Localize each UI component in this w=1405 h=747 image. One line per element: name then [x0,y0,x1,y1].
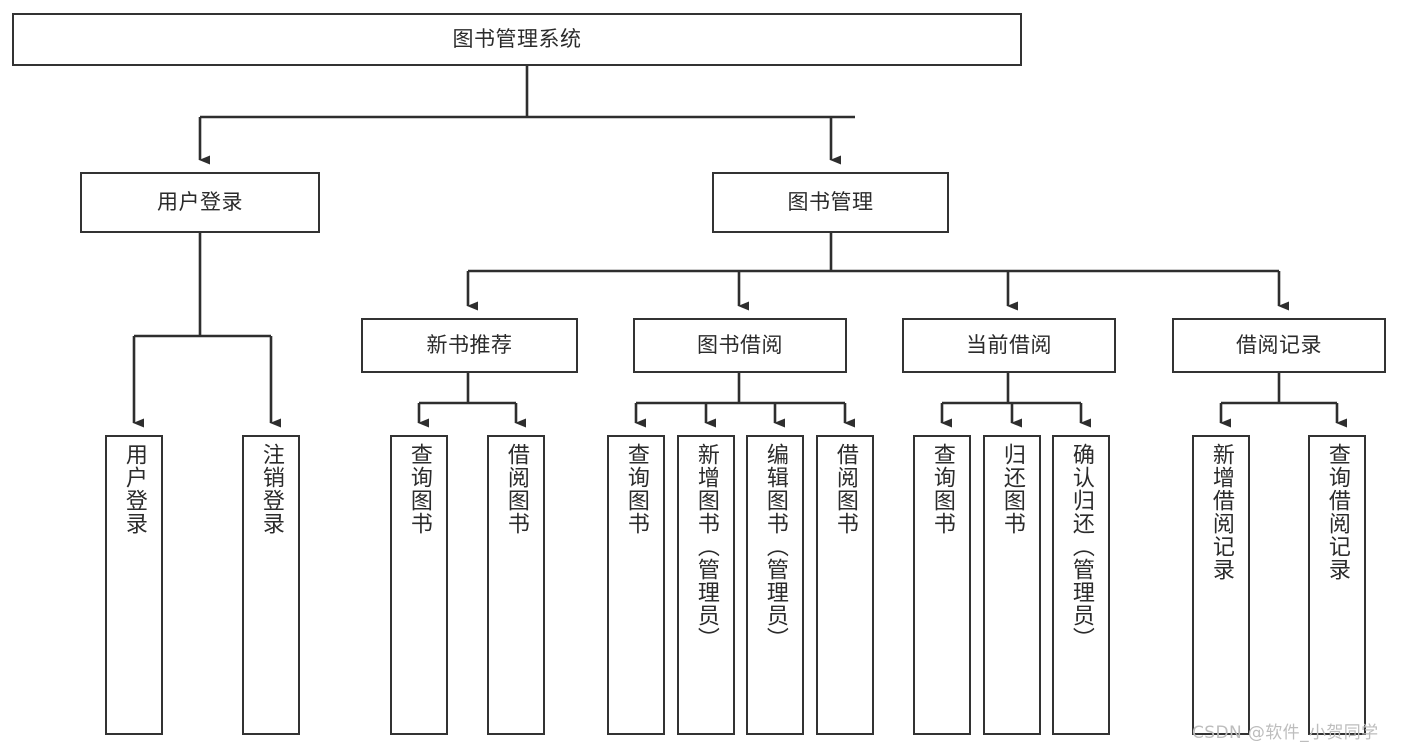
node-leaf-query-book-rec[interactable]: 查询图书 [390,435,448,735]
node-user-login-label: 用户登录 [157,189,243,214]
node-leaf-edit-book[interactable]: 编辑图书（管理员） [746,435,804,735]
node-leaf-logout[interactable]: 注销登录 [242,435,300,735]
node-leaf-edit-book-label: 编辑图书（管理员） [762,443,788,650]
node-book-borrow-label: 图书借阅 [697,332,783,357]
node-leaf-query-book-current-label: 查询图书 [929,443,955,535]
node-leaf-query-book-current[interactable]: 查询图书 [913,435,971,735]
node-book-borrow[interactable]: 图书借阅 [633,318,847,373]
node-current-borrow[interactable]: 当前借阅 [902,318,1116,373]
node-leaf-return-book-label: 归还图书 [999,443,1025,535]
node-borrow-record[interactable]: 借阅记录 [1172,318,1386,373]
node-leaf-borrow-book-label: 借阅图书 [832,443,858,535]
node-leaf-add-record[interactable]: 新增借阅记录 [1192,435,1250,735]
node-leaf-borrow-book-rec-label: 借阅图书 [503,443,529,535]
node-leaf-confirm-return-label: 确认归还（管理员） [1068,443,1094,650]
node-leaf-borrow-book[interactable]: 借阅图书 [816,435,874,735]
node-leaf-add-record-label: 新增借阅记录 [1208,443,1234,581]
node-leaf-return-book[interactable]: 归还图书 [983,435,1041,735]
node-book-management-label: 图书管理 [787,189,874,214]
node-root[interactable]: 图书管理系统 [12,13,1022,66]
node-borrow-record-label: 借阅记录 [1236,332,1322,357]
node-leaf-add-book[interactable]: 新增图书（管理员） [677,435,735,735]
node-leaf-query-book-borrow[interactable]: 查询图书 [607,435,665,735]
node-leaf-query-book-borrow-label: 查询图书 [623,443,649,535]
node-new-book-recommend-label: 新书推荐 [426,332,513,357]
node-leaf-add-book-label: 新增图书（管理员） [693,443,719,650]
node-leaf-query-book-rec-label: 查询图书 [406,443,432,535]
node-leaf-user-login-label: 用户登录 [121,443,147,535]
node-leaf-logout-label: 注销登录 [258,443,284,535]
node-book-management[interactable]: 图书管理 [712,172,949,233]
node-root-label: 图书管理系统 [452,26,582,51]
node-leaf-query-record-label: 查询借阅记录 [1324,443,1350,581]
node-user-login[interactable]: 用户登录 [80,172,320,233]
node-current-borrow-label: 当前借阅 [966,332,1052,357]
node-leaf-confirm-return[interactable]: 确认归还（管理员） [1052,435,1110,735]
node-leaf-query-record[interactable]: 查询借阅记录 [1308,435,1366,735]
node-leaf-user-login[interactable]: 用户登录 [105,435,163,735]
node-new-book-recommend[interactable]: 新书推荐 [361,318,578,373]
node-leaf-borrow-book-rec[interactable]: 借阅图书 [487,435,545,735]
csdn-watermark: CSDN @软件_小贺同学 [1192,723,1379,743]
